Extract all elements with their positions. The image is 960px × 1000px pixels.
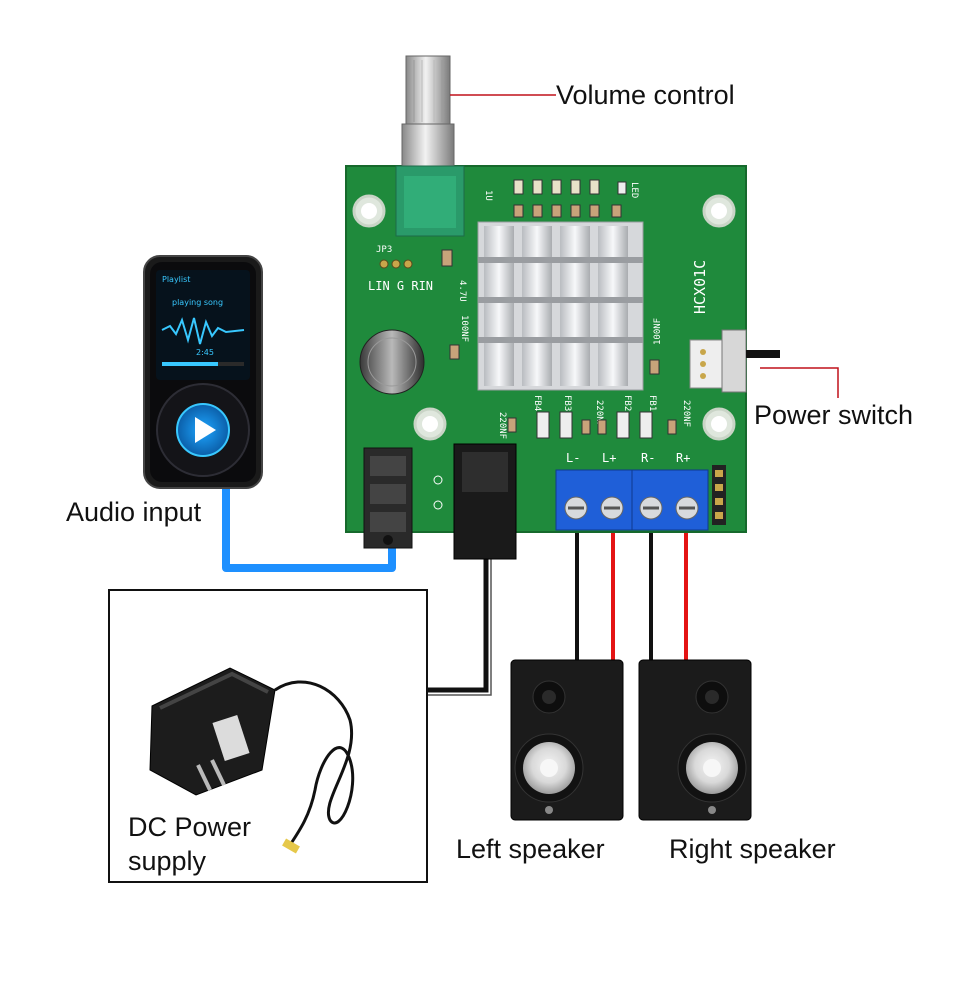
- silk-100nf-a: 100NF: [459, 315, 469, 342]
- label-dc-power-line1: DC Power: [128, 812, 251, 842]
- waveform: [161, 317, 245, 345]
- silk-l-minus: L-: [566, 451, 580, 465]
- audio-jack: [363, 447, 413, 549]
- electrolytic-capacitor: [359, 329, 425, 395]
- terminal-block-right[interactable]: [631, 469, 709, 531]
- power-switch[interactable]: [689, 329, 780, 393]
- silk-fb2: FB2: [622, 395, 632, 411]
- right-speaker: [638, 659, 752, 821]
- power-cable: [428, 555, 489, 693]
- silk-l-plus: L+: [602, 451, 616, 465]
- switch-leader-line: [760, 367, 839, 398]
- label-dc-power-line2: supply: [128, 846, 207, 876]
- silk-pins: LIN G RIN: [368, 279, 433, 293]
- label-right-speaker: Right speaker: [669, 834, 836, 864]
- silk-100nf-b: 100NF: [653, 318, 663, 345]
- player-line1: Playlist: [162, 275, 190, 284]
- silk-fb4: FB4: [532, 395, 542, 411]
- silk-1u: 1U: [483, 190, 493, 201]
- player-time: 2:45: [196, 348, 214, 357]
- terminal-block-left[interactable]: [555, 469, 633, 531]
- adapter-cord: [274, 680, 355, 846]
- mounting-hole: [702, 194, 736, 228]
- label-left-speaker: Left speaker: [456, 834, 605, 864]
- silk-r-plus: R+: [676, 451, 690, 465]
- silk-jp3: JP3: [376, 245, 392, 255]
- audio-cable: [222, 478, 396, 572]
- label-power-switch: Power switch: [754, 400, 913, 430]
- jp3-header: [379, 259, 413, 269]
- silk-220nf-c: 220NF: [681, 400, 691, 427]
- side-header: [712, 465, 726, 525]
- left-speaker: [510, 659, 624, 821]
- silk-220nf-a: 220NF: [497, 412, 507, 439]
- label-volume-control: Volume control: [556, 80, 735, 110]
- heatsink: [477, 221, 644, 391]
- power-adapter: [149, 667, 355, 854]
- ferrite-beads: [507, 411, 677, 439]
- silk-220nf-b: 220NF: [594, 400, 604, 427]
- silk-led: LED: [629, 182, 639, 198]
- dc-jack: [453, 443, 517, 560]
- silk-fb1: FB1: [647, 395, 657, 411]
- power-supply-box: [108, 589, 428, 883]
- silk-model: HCX01C: [691, 260, 709, 314]
- silk-fb3: FB3: [562, 395, 572, 411]
- label-audio-input: Audio input: [66, 497, 202, 527]
- mounting-hole: [413, 407, 447, 441]
- silk-r-minus: R-: [641, 451, 655, 465]
- player-line2: playing song: [172, 298, 223, 307]
- mounting-hole: [702, 407, 736, 441]
- volume-knob[interactable]: [395, 55, 465, 237]
- music-player: Playlist playing song 2:45: [143, 255, 263, 489]
- smd-row-top: [513, 179, 627, 218]
- mounting-hole: [352, 194, 386, 228]
- silk-47u: 4.7U: [457, 280, 467, 302]
- play-icon: [195, 417, 216, 443]
